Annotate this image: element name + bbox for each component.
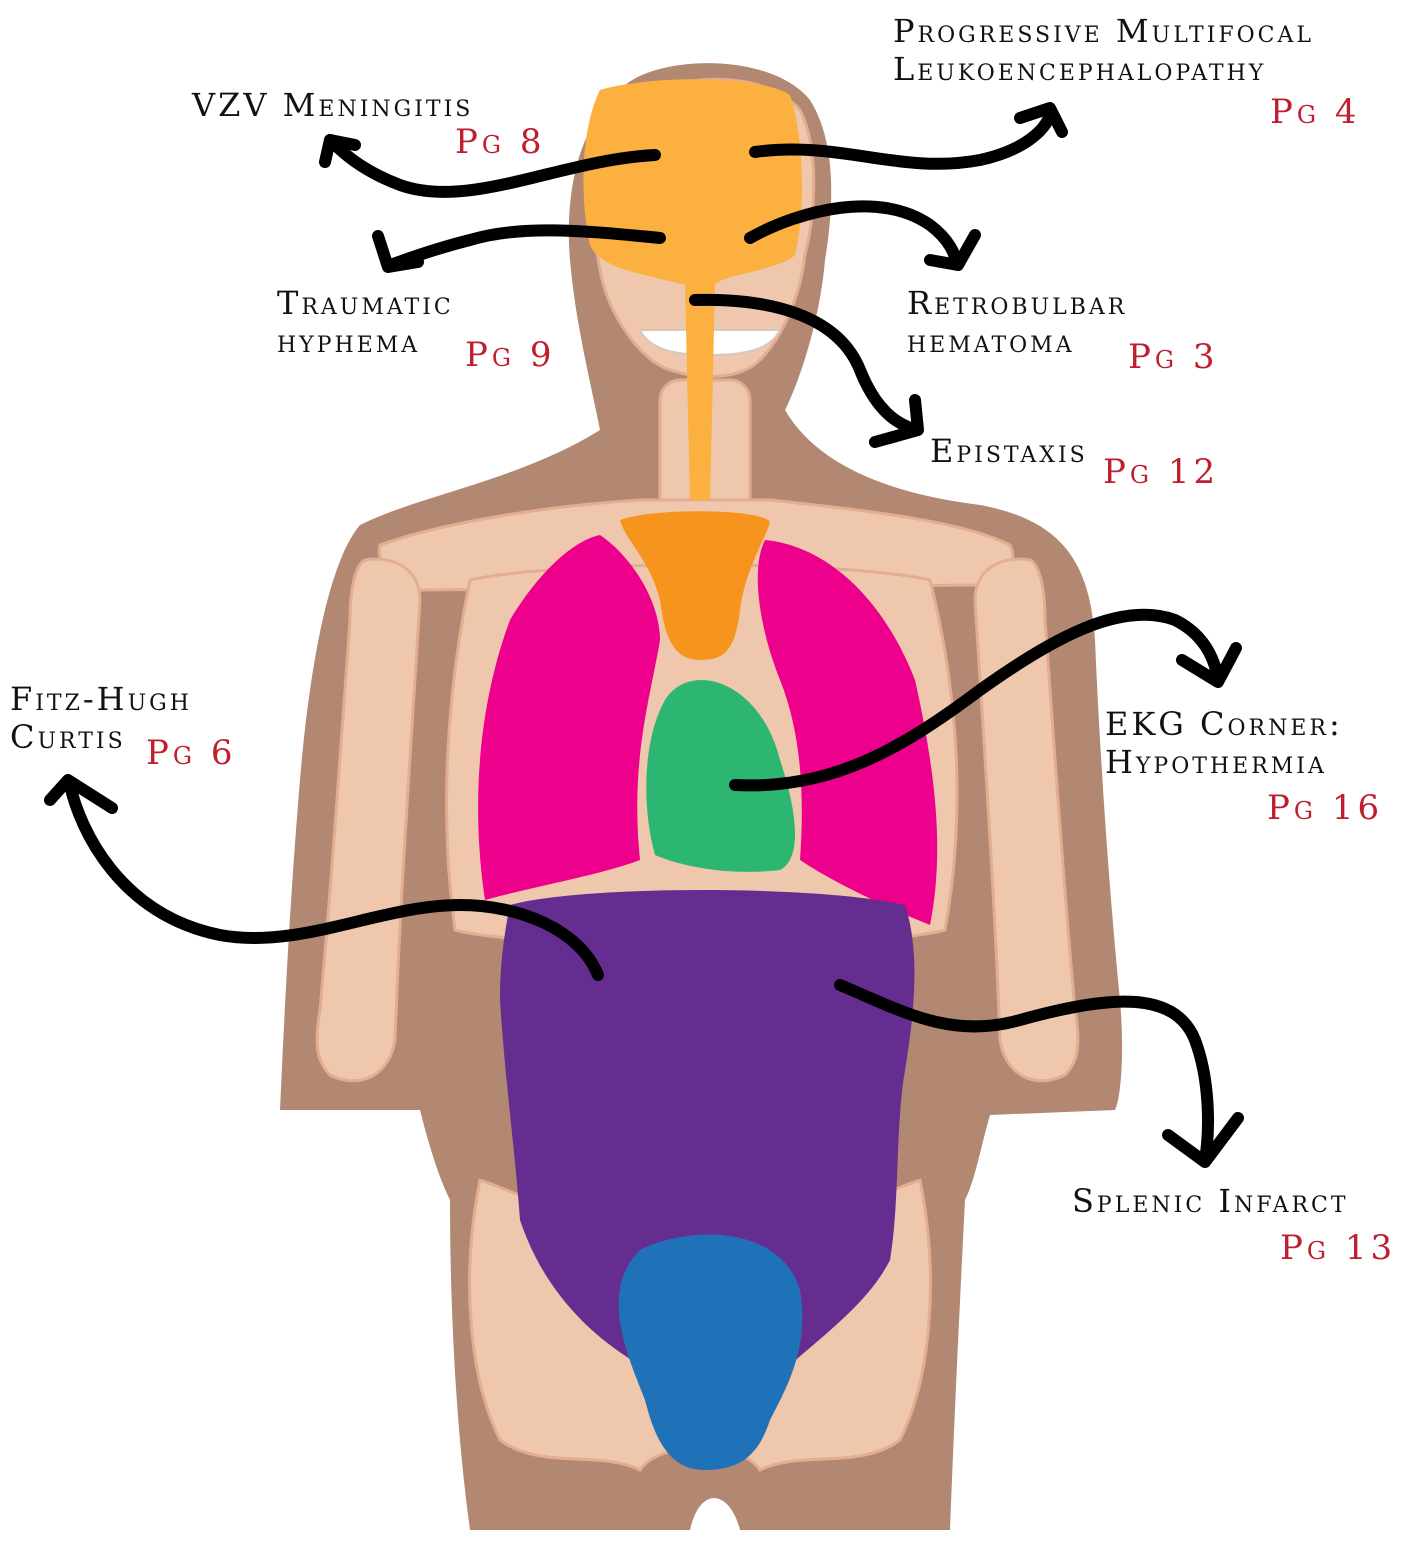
label-retrobulbar-line2: hematoma bbox=[907, 322, 1127, 360]
label-retrobulbar-line1: Retrobulbar bbox=[907, 284, 1127, 322]
label-hyphema-line1: Traumatic bbox=[277, 284, 454, 322]
label-splenic: Splenic Infarct bbox=[1072, 1182, 1349, 1220]
page-ref-vzv: Pg 8 bbox=[455, 122, 546, 162]
label-pml-line1: Progressive Multifocal bbox=[893, 12, 1314, 50]
page-ref-hyphema: Pg 9 bbox=[465, 335, 556, 375]
label-pml: Progressive Multifocal Leukoencephalopat… bbox=[893, 12, 1314, 88]
label-epistaxis-title: Epistaxis bbox=[930, 432, 1088, 470]
page-ref-ekg: Pg 16 bbox=[1267, 788, 1383, 828]
label-splenic-title: Splenic Infarct bbox=[1072, 1182, 1349, 1220]
label-pml-line2: Leukoencephalopathy bbox=[893, 50, 1314, 88]
page-ref-epistaxis: Pg 12 bbox=[1103, 452, 1219, 492]
label-epistaxis: Epistaxis bbox=[930, 432, 1088, 470]
page-ref-retrobulbar: Pg 3 bbox=[1128, 337, 1219, 377]
label-ekg-line1: EKG Corner: bbox=[1105, 705, 1343, 743]
label-vzv: VZV Meningitis bbox=[192, 86, 473, 124]
page-ref-splenic: Pg 13 bbox=[1280, 1228, 1396, 1268]
label-ekg-line2: Hypothermia bbox=[1105, 743, 1343, 781]
label-hyphema: Traumatic hyphema bbox=[277, 284, 454, 360]
label-retrobulbar: Retrobulbar hematoma bbox=[907, 284, 1127, 360]
page-ref-pml: Pg 4 bbox=[1270, 92, 1361, 132]
label-vzv-title: VZV Meningitis bbox=[192, 86, 473, 124]
label-fitz-line1: Fitz-Hugh bbox=[10, 680, 192, 718]
page-ref-fitz: Pg 6 bbox=[146, 733, 237, 773]
label-hyphema-line2: hyphema bbox=[277, 322, 454, 360]
label-ekg: EKG Corner: Hypothermia bbox=[1105, 705, 1343, 781]
